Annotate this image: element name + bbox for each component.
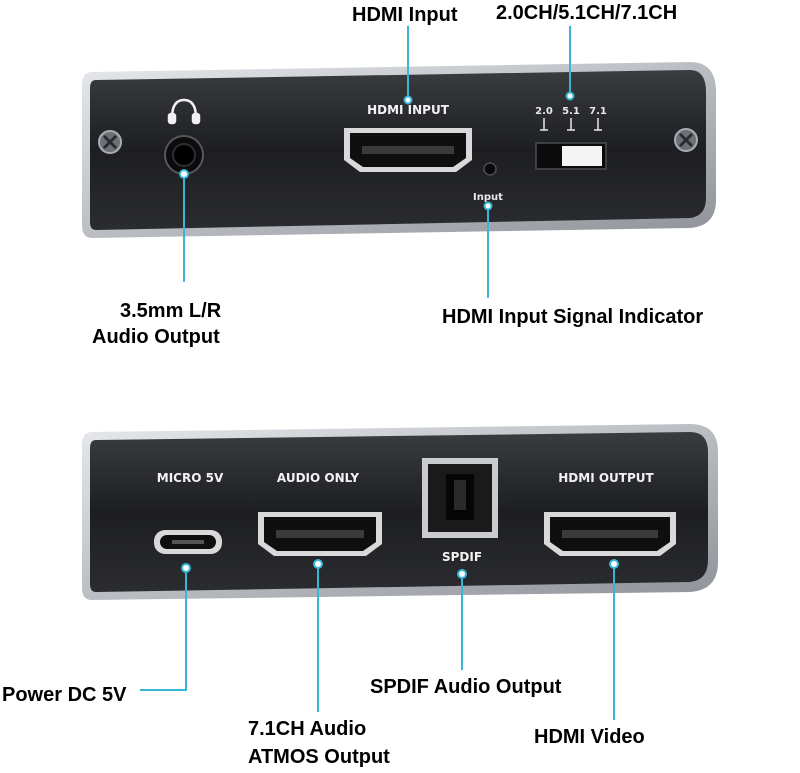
hdmi-input-port <box>344 128 472 172</box>
switch-position-label: 5.1 <box>562 106 580 117</box>
channel-mode-callout: 2.0CH/5.1CH/7.1CH <box>496 2 678 24</box>
audio-jack-3-5mm <box>164 135 204 175</box>
input-led <box>483 162 497 176</box>
input-led-label: Input <box>473 192 503 203</box>
screw-icon <box>98 130 122 154</box>
switch-position-label: 2.0 <box>535 106 553 117</box>
hdmi-input-callout: HDMI Input <box>352 4 458 26</box>
signal-indicator-callout: HDMI Input Signal Indicator <box>442 306 704 328</box>
top-callout-lines <box>179 26 575 298</box>
switch-position-label: 7.1 <box>589 106 607 117</box>
power-callout: Power DC 5V <box>2 684 127 706</box>
spdif-panel-label: SPDIF <box>442 550 482 564</box>
screw-icon <box>674 128 698 152</box>
headphone-icon <box>167 98 201 125</box>
bottom-device: MICRO 5V AUDIO ONLY HDMI OUTPUT SPDIF <box>82 424 718 600</box>
audio-output-callout-line2: Audio Output <box>92 326 220 348</box>
hdmi-input-panel-label: HDMI INPUT <box>367 103 450 117</box>
top-device: HDMI INPUT Input 2.0 5.1 7.1 <box>82 62 716 238</box>
hdmi-output-panel-label: HDMI OUTPUT <box>558 471 654 485</box>
audio-output-callout-line1: 3.5mm L/R <box>120 300 222 322</box>
channel-switch <box>535 142 607 170</box>
atmos-callout-line2: ATMOS Output <box>248 746 390 768</box>
bottom-device-face <box>90 432 708 592</box>
atmos-callout-line1: 7.1CH Audio <box>248 718 367 740</box>
bottom-callout-lines <box>140 559 619 720</box>
audio-only-panel-label: AUDIO ONLY <box>277 471 359 485</box>
micro-usb-port <box>154 530 222 554</box>
hdmi-output-port <box>544 512 676 556</box>
spdif-optical-port <box>422 458 498 538</box>
switch-tick-marks <box>540 118 602 131</box>
audio-only-hdmi-port <box>258 512 382 556</box>
hdmi-video-callout: HDMI Video <box>534 726 645 748</box>
micro-5v-panel-label: MICRO 5V <box>157 471 224 485</box>
spdif-callout: SPDIF Audio Output <box>370 676 562 698</box>
